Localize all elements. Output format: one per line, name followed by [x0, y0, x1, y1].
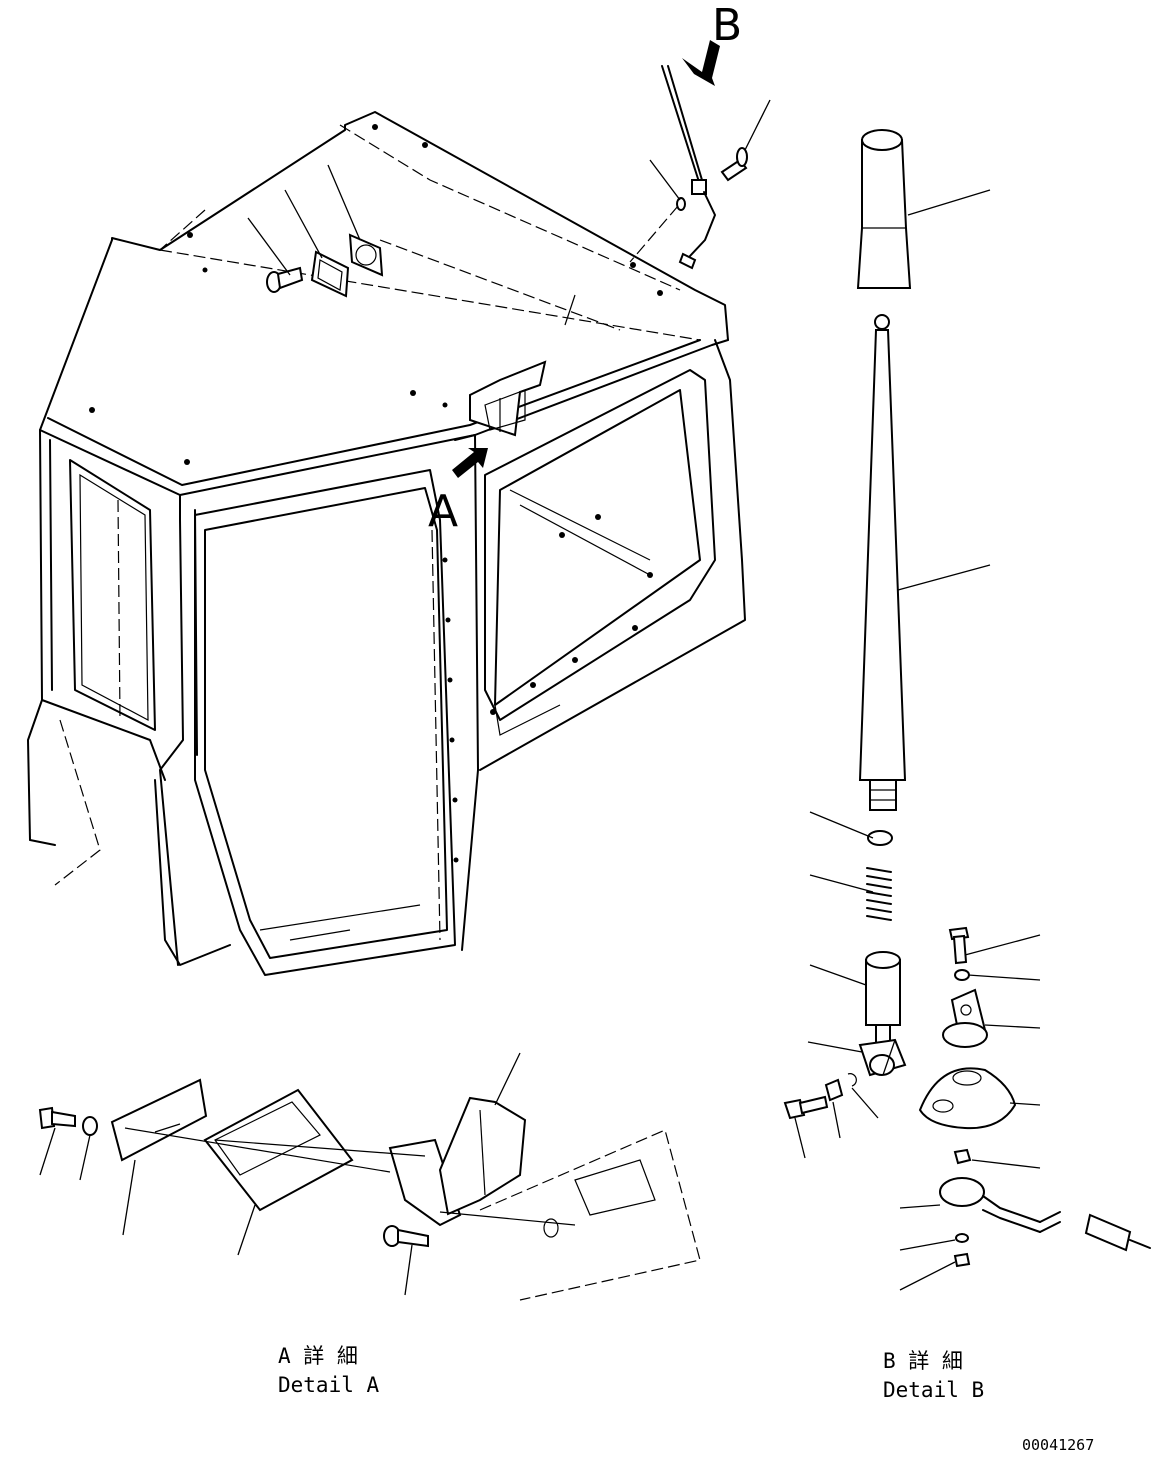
magnet-base: [918, 1067, 1017, 1130]
leaders-detail-a: [39, 1052, 521, 1296]
roof-cover-plate: [310, 233, 621, 331]
detail-a-parts: [38, 1078, 701, 1301]
antenna-installed: [629, 65, 771, 270]
leaders-top: [247, 164, 361, 276]
detail-b-title-en: Detail B: [883, 1378, 984, 1402]
detail-a-title-jp: A 詳 細: [278, 1344, 358, 1368]
wing-bolt-nut: [783, 1073, 857, 1120]
mount-bolt: [948, 926, 970, 981]
cab-frame: [27, 111, 746, 976]
antenna-rod: [858, 314, 907, 811]
mount-bracket: [942, 988, 988, 1048]
view-label-a: A: [428, 486, 458, 537]
antenna-cap: [856, 129, 912, 289]
antenna-bracket-installed: [469, 360, 547, 437]
antenna-base-joint: [858, 1024, 907, 1077]
view-arrow-a: [452, 448, 488, 478]
view-label-b: B: [712, 0, 742, 51]
cable-assembly: [939, 1148, 1151, 1268]
detail-a-title-en: Detail A: [278, 1373, 380, 1397]
antenna-o-ring: [867, 830, 893, 846]
drawing-number: 00041267: [1022, 1436, 1094, 1454]
detail-b-title-jp: B 詳 細: [883, 1349, 963, 1373]
roof-bolt: [266, 266, 304, 293]
leaders-detail-b: [794, 189, 1041, 1291]
antenna-sleeve: [865, 951, 901, 1026]
view-arrow-b: [682, 40, 720, 86]
antenna-spring: [866, 867, 892, 921]
